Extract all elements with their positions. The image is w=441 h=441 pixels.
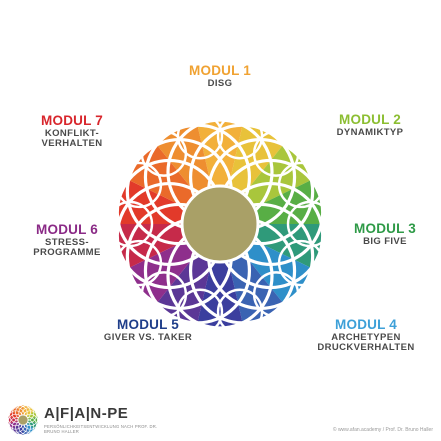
copyright-text: © www.afan.academy / Prof. Dr. Bruno Hal… — [332, 427, 433, 433]
brand-block: A|F|A|N-PE PERSÖNLICHKEITSENTWICKLUNG NA… — [6, 403, 186, 437]
module-3-subtitle: BIG FIVE — [363, 235, 407, 247]
module-7-subtitle: KONFLIKT-VERHALTEN — [41, 127, 103, 149]
module-5-title: MODUL 5 — [117, 317, 179, 332]
module-2-title: MODUL 2 — [339, 112, 401, 127]
logo-center — [17, 414, 29, 426]
petal-edge-arc — [286, 200, 334, 248]
petal-edge-arc — [176, 113, 224, 160]
module-1-label: MODUL 1 DISG — [168, 63, 272, 89]
module-5-subtitle: GIVER VS. TAKER — [103, 331, 193, 343]
brand-tagline: PERSÖNLICHKEITSENTWICKLUNG NACH PROF. DR… — [44, 424, 158, 435]
module-6-subtitle: STRESS-PROGRAMME — [33, 236, 101, 258]
module-7-title: MODUL 7 — [41, 113, 103, 128]
module-1-title: MODUL 1 — [189, 63, 251, 78]
module-2-subtitle: DYNAMIKTYP — [336, 126, 404, 138]
petal-edge-arc — [277, 239, 325, 287]
petal-edge-arc — [277, 161, 325, 209]
brand-name: A|F|A|N-PE — [44, 405, 129, 422]
outer-ring — [114, 118, 326, 330]
petal-edge-arc — [216, 288, 264, 335]
module-2-label: MODUL 2 DYNAMIKTYP — [318, 112, 422, 138]
module-1-subtitle: DISG — [207, 77, 233, 89]
module-6-label: MODUL 6 STRESS-PROGRAMME — [20, 222, 114, 258]
module-3-label: MODUL 3 BIG FIVE — [340, 221, 430, 247]
brand-logo-icon — [7, 404, 39, 436]
module-3-title: MODUL 3 — [354, 221, 416, 236]
petal-wedge — [196, 120, 244, 224]
petal-edge-arc — [115, 161, 163, 209]
module-4-title: MODUL 4 — [335, 317, 397, 332]
center-disc — [180, 184, 260, 264]
module-5-label: MODUL 5 GIVER VS. TAKER — [88, 317, 208, 343]
module-6-title: MODUL 6 — [36, 222, 98, 237]
logo-wedge — [23, 416, 38, 424]
petal-wedge — [196, 224, 244, 328]
logo-wedge — [7, 416, 24, 424]
petal-edge-arc — [115, 239, 163, 287]
petal-edge-arc — [106, 200, 154, 248]
module-7-label: MODUL 7 KONFLIKT-VERHALTEN — [22, 113, 122, 149]
